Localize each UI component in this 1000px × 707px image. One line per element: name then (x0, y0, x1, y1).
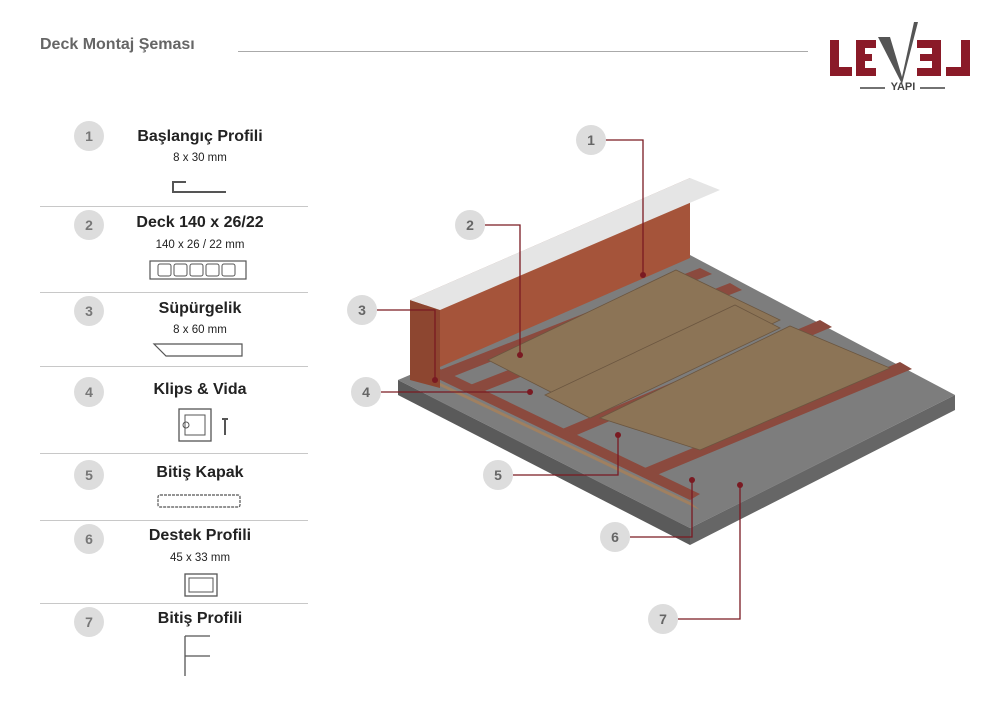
callout-6: 6 (600, 522, 630, 552)
part-number: 3 (74, 296, 104, 326)
part-name: Destek Profili (148, 527, 252, 544)
part-name: Bitiş Profili (157, 610, 243, 627)
clip-and-screw-icon (178, 408, 228, 442)
part-number: 7 (74, 607, 104, 637)
part-number: 4 (74, 377, 104, 407)
callout-2: 2 (455, 210, 485, 240)
deck-boards (487, 269, 892, 451)
logo: YAPI (830, 22, 978, 102)
part-name: Deck 140 x 26/22 (136, 214, 264, 231)
end-profile-icon (184, 635, 210, 676)
callout-1: 1 (576, 125, 606, 155)
part-row-1: 1 Başlangıç Profili 8 x 30 mm (40, 118, 308, 207)
start-profile-icon (172, 181, 226, 193)
part-dimension: 8 x 30 mm (173, 152, 227, 164)
part-name: Bitiş Kapak (156, 464, 244, 481)
callout-4: 4 (351, 377, 381, 407)
part-number: 6 (74, 524, 104, 554)
part-row-5: 5 Bitiş Kapak (40, 454, 308, 521)
part-row-2: 2 Deck 140 x 26/22 140 x 26 / 22 mm (40, 207, 308, 293)
part-dimension: 45 x 33 mm (169, 552, 231, 564)
support-profile-icon (184, 573, 218, 597)
end-profile (430, 378, 700, 510)
callout-3: 3 (347, 295, 377, 325)
part-dimension: 8 x 60 mm (173, 324, 227, 336)
skirting-icon (152, 343, 243, 357)
part-row-4: 4 Klips & Vida (40, 367, 308, 454)
deck-board-icon (149, 260, 247, 280)
callout-7: 7 (648, 604, 678, 634)
callout-lines (377, 139, 741, 620)
callout-5: 5 (483, 460, 513, 490)
part-dimension: 140 x 26 / 22 mm (155, 239, 245, 251)
part-row-3: 3 Süpürgelik 8 x 60 mm (40, 293, 308, 367)
part-name: Süpürgelik (158, 300, 242, 317)
logo-subtitle: YAPI (890, 81, 916, 93)
page-title: Deck Montaj Şeması (40, 36, 195, 53)
part-name: Klips & Vida (153, 381, 247, 398)
part-number: 2 (74, 210, 104, 240)
part-row-6: 6 Destek Profili 45 x 33 mm (40, 521, 308, 604)
title-divider (238, 51, 808, 52)
end-cap-icon (157, 494, 241, 508)
part-name: Başlangıç Profili (137, 128, 263, 145)
part-row-7: 7 Bitiş Profili (40, 604, 308, 679)
part-number: 5 (74, 460, 104, 490)
part-number: 1 (74, 121, 104, 151)
